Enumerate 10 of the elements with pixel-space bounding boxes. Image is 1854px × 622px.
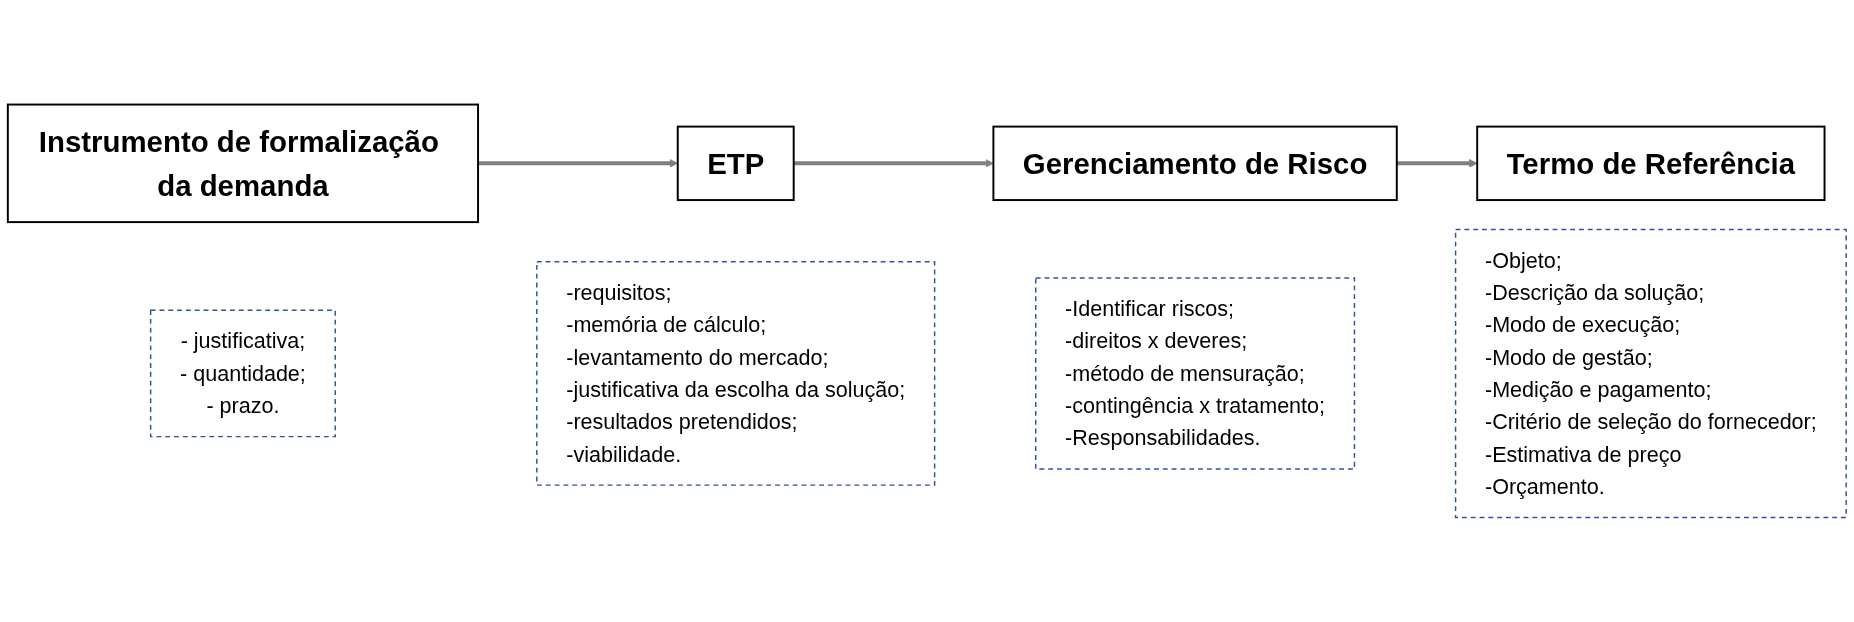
arrow (793, 159, 994, 168)
node-box: ETP (676, 125, 795, 202)
node-box: Instrumento de formalização da demanda (6, 103, 480, 224)
node-box: -Objeto; -Descrição da solução; -Modo de execução; -Modo de gestão; -Medição e pagamento; -Critério de seleção do fornecedor; -Estimativa de preço -Orçamento. (1454, 228, 1847, 519)
node-box: Termo de Referência (1476, 125, 1826, 202)
arrow (1396, 159, 1478, 168)
node-box: - justificativa; - quantidade; - prazo. (149, 309, 336, 438)
node-box: Gerenciamento de Risco (992, 125, 1398, 202)
node-box: -requisitos; -memória de cálculo; -levantamento do mercado; -justificativa da escolha da solução; -resultados pretendidos; -viabilidade. (536, 261, 936, 486)
node-box: -Identificar riscos; -direitos x deveres; -método de mensuração; -contingência x tratamento; -Responsabilidades. (1035, 277, 1356, 470)
